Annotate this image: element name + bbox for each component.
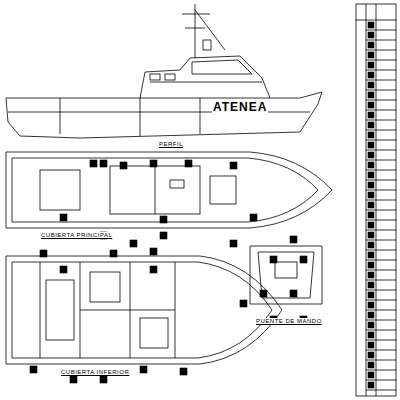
- superstructure: [140, 56, 270, 98]
- bridge-plan: [250, 246, 322, 304]
- view-title: PERFIL: [158, 141, 184, 147]
- view-title: PUENTE DE MANDO: [255, 318, 323, 324]
- ship-name: ATENEA: [212, 101, 268, 113]
- legend-table: [356, 4, 396, 396]
- mast: [195, 4, 196, 58]
- main-deck-plan: [6, 152, 332, 228]
- view-title: CUBIERTA PRINCIPAL: [40, 232, 113, 238]
- view-title: CUBIERTA INFERIOR: [60, 369, 130, 375]
- hull-profile: [6, 92, 322, 138]
- lower-deck-plan: [6, 256, 282, 364]
